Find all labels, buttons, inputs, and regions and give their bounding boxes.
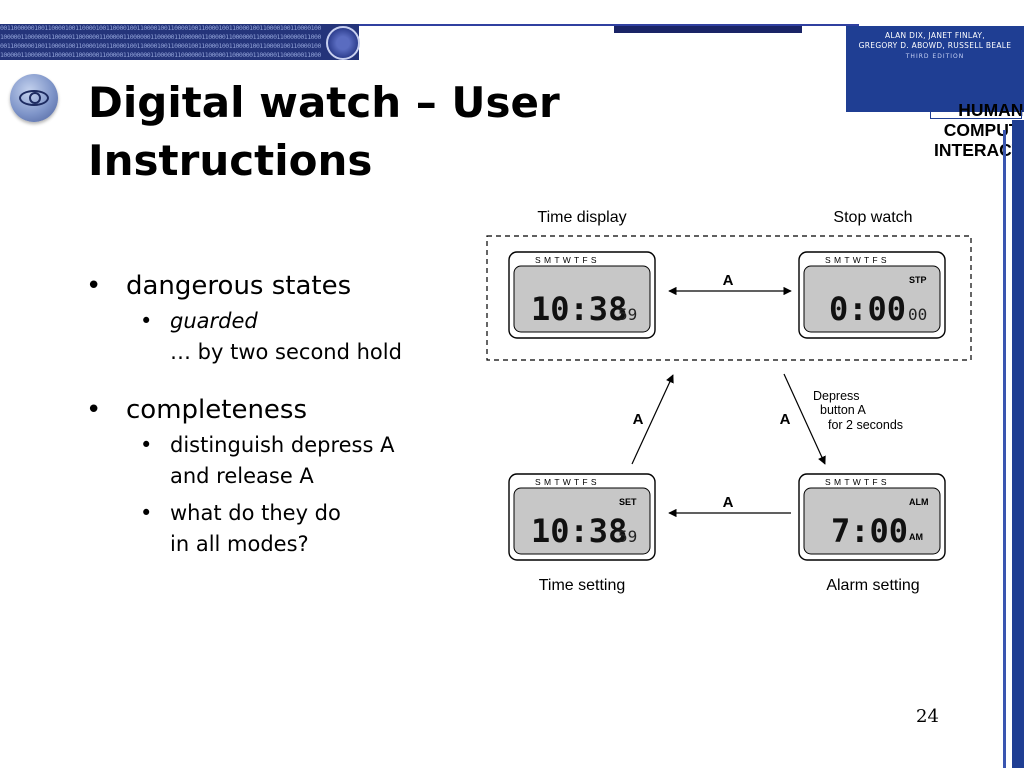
watch-stop-watch: S M T W T F S STP 0:00 00 [798, 251, 946, 339]
slide-title-line: Instructions [88, 136, 373, 185]
binary-row: 1000001100000011000001100000011000001100… [0, 33, 321, 41]
sub-bullet-text: in all modes? [170, 532, 309, 556]
lcd-main-digits: 10:38 [531, 290, 627, 328]
eye-icon [10, 74, 58, 122]
bullet-item: dangerous states [86, 266, 402, 306]
book-title: HUMAN-COMPUTER [943, 100, 1024, 140]
state-label-stop-watch: Stop watch [833, 209, 912, 226]
arrow-label: A [723, 272, 734, 289]
sub-bullet-item: guarded … by two second hold [86, 306, 402, 368]
weekday-row: S M T W T F S [535, 477, 597, 487]
arrow-label: A [780, 411, 791, 428]
sub-bullet-item: distinguish depress A and release A [86, 430, 402, 492]
state-label-alarm-setting: Alarm setting [826, 577, 919, 594]
lcd-main-digits: 7:00 [831, 512, 908, 550]
book-cover-logo: ALAN DIX, JANET FINLAY, GREGORY D. ABOWD… [846, 26, 1024, 160]
watch-state-diagram: Time display Stop watch Time setting Ala… [486, 209, 972, 594]
lcd-mode-label: ALM [909, 497, 929, 507]
slide-title: Digital watch – User Instructions [88, 74, 560, 190]
book-ledge [930, 110, 1022, 119]
book-authors: ALAN DIX, JANET FINLAY, [885, 31, 985, 40]
arrow-label: A [633, 411, 644, 428]
sub-bullet-item: what do they do in all modes? [86, 498, 402, 560]
dangerous-states-group [486, 235, 972, 361]
watch-time-setting: S M T W T F S SET 10:38 59 [508, 473, 656, 561]
lcd-mode-label: STP [909, 275, 927, 285]
bullet-list: dangerous states guarded … by two second… [86, 266, 402, 560]
sub-bullet-text: distinguish depress A [170, 433, 395, 457]
right-sidebar-bar [1012, 120, 1024, 768]
lcd-main-digits: 10:38 [531, 512, 627, 550]
arrow-label: A [723, 494, 734, 511]
state-label-time-setting: Time setting [539, 577, 626, 594]
sub-bullet-emphasis: guarded [170, 309, 258, 333]
bullet-item: completeness [86, 390, 402, 430]
watch-alarm-setting: S M T W T F S ALM AM 7:00 [798, 473, 946, 561]
bullet-text: completeness [126, 395, 308, 425]
lcd-main-digits: 0:00 [829, 290, 906, 328]
transition-note: for 2 seconds [828, 418, 903, 432]
weekday-row: S M T W T F S [825, 255, 887, 265]
binary-row: 0011000000100110000100110000100110000100… [0, 24, 321, 32]
lcd-seconds: 59 [618, 527, 637, 546]
right-sidebar-line [1003, 130, 1006, 768]
lcd-ampm-label: AM [909, 532, 923, 542]
binary-row: 0011000000100110000100110000100110000100… [0, 42, 321, 50]
transition-note: Depress [813, 389, 860, 403]
weekday-row: S M T W T F S [825, 477, 887, 487]
transition-note: button A [820, 403, 867, 417]
sub-bullet-text: … by two second hold [170, 340, 402, 364]
header-accent-bar [614, 26, 802, 33]
page-number: 24 [916, 706, 939, 727]
header-divider [359, 24, 859, 26]
watch-time-display: S M T W T F S 10:38 59 [508, 251, 656, 339]
binary-row: 1000001100000011000001100000011000001100… [0, 51, 321, 59]
slide-title-line: Digital watch – User [88, 78, 560, 127]
book-edition: THIRD EDITION [905, 53, 965, 60]
book-authors: GREGORY D. ABOWD, RUSSELL BEALE [858, 41, 1012, 50]
state-label-time-display: Time display [537, 209, 626, 226]
weekday-row: S M T W T F S [535, 255, 597, 265]
arrow-stopwatch-to-alarm [783, 373, 826, 465]
sub-bullet-text: and release A [170, 464, 314, 488]
seal-icon [326, 26, 360, 60]
lcd-mode-label: SET [619, 497, 637, 507]
lcd-seconds: 59 [618, 305, 637, 324]
binary-banner: 0011000000100110000100110000100110000100… [0, 24, 359, 60]
bullet-text: dangerous states [126, 271, 352, 301]
book-title: INTERACTION [934, 140, 1024, 160]
lcd-seconds: 00 [908, 305, 927, 324]
arrow-timeset-to-display [631, 374, 674, 465]
sub-bullet-text: what do they do [170, 501, 341, 525]
